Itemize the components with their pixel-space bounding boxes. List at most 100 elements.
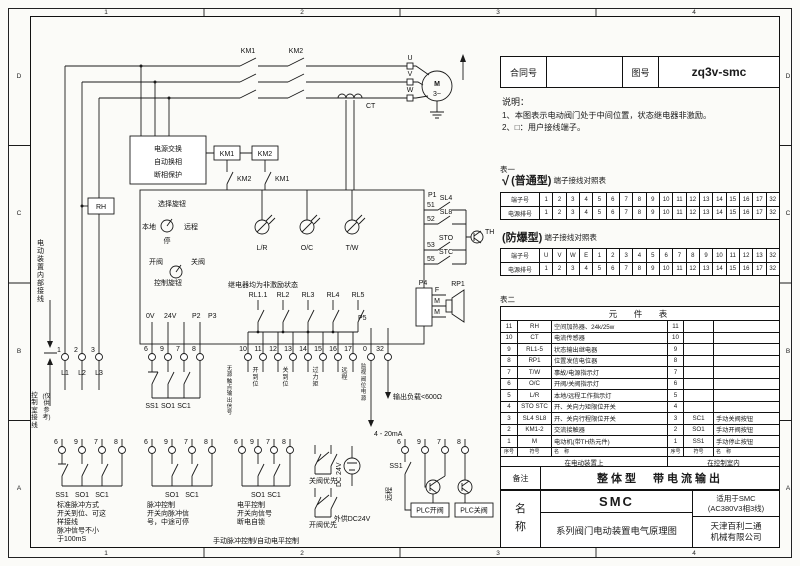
check-icon: √ <box>502 173 510 188</box>
explosion-type-heading: (防爆型) 端子接线对照表 <box>502 232 597 244</box>
inner-border <box>30 16 780 548</box>
remark-text: 整体型 带电流输出 <box>597 473 723 485</box>
component-table-title: 元 件 表 <box>608 308 672 319</box>
terminal-cell: 4 <box>632 249 645 262</box>
component-row: 3 SL4 SL8 开、关向行程限位开关 3 SC1 手动关阀按钮 <box>501 412 779 424</box>
remote-signal-label: 远程 <box>341 368 348 381</box>
component-no: 9 <box>507 345 511 353</box>
rl3-label: RL3 <box>302 292 315 299</box>
component-name: 手动开阀按钮 <box>713 424 779 435</box>
terminal-cell: 32 <box>765 193 779 206</box>
component-no: 9 <box>667 344 683 355</box>
close-valve-label: 关阀 <box>191 257 205 266</box>
terminal-cell: 10 <box>658 193 672 206</box>
component-symbol <box>683 332 713 343</box>
grid-row-label: C <box>785 210 791 217</box>
km1-aux-label: KM1 <box>275 176 290 183</box>
terminal-53: 53 <box>427 242 435 249</box>
power-bar-cell: 1 <box>539 263 552 275</box>
power-bar-cell: 11 <box>672 207 685 219</box>
km2-aux-label: KM2 <box>237 176 252 183</box>
lamp-oc-label: O/C <box>301 245 313 252</box>
component-row: 2 KM1-2 交流接触器 2 SO1 手动开阀按钮 <box>501 423 779 435</box>
stc-label: STC <box>439 249 453 256</box>
terminal-6: 6 <box>397 439 401 446</box>
component-symbol: RH <box>517 321 551 332</box>
grid-col-label: 4 <box>692 550 696 557</box>
control-room-wiring-note: 控制室接线 <box>31 392 38 429</box>
component-row: 1 M 电动机(带TH热元件) 1 SS1 手动停止按钮 <box>501 435 779 447</box>
applicability-line: 适用于SMC <box>716 493 756 503</box>
over-torque-label: 过力矩 <box>312 368 319 388</box>
ordinary-caption: 端子接线对照表 <box>553 176 606 185</box>
note-line: 2、□：用户接线端子。 <box>502 122 586 132</box>
pin-f-label: F <box>435 287 439 294</box>
component-no: 5 <box>507 391 511 399</box>
rl2-label: RL2 <box>277 292 290 299</box>
plc-remote-label: 远程 <box>384 487 393 501</box>
component-header-row: 序号 符号 名 称 序号 符号 名 称 <box>501 446 779 456</box>
terminal-2: 2 <box>74 347 78 354</box>
motor-letter: M <box>434 81 440 88</box>
grid-col-label: 3 <box>496 550 500 557</box>
sl8-label: SL8 <box>440 209 453 216</box>
terminal-55: 55 <box>427 256 435 263</box>
component-name <box>713 355 779 366</box>
component-no: 2 <box>507 426 511 434</box>
component-table: 元 件 表 11 RH 空间加热器、24k/25w 11 10 CT 电流传感器… <box>500 306 780 469</box>
position-transmitter: P4 F M M RP1 <box>415 280 465 327</box>
component-no: 11 <box>505 322 513 330</box>
terminal-17: 17 <box>344 346 352 353</box>
margin-arrows <box>44 300 57 406</box>
sl4-label: SL4 <box>440 195 453 202</box>
caption-line: 断电自锁 <box>237 517 265 526</box>
priority-circuits: 关阀优先 开阀优先 <box>309 445 338 529</box>
note-line: 1、本图表示电动阀门处于中间位置，状态继电器非激励。 <box>502 110 712 120</box>
passive-contact-note: 无源触点输出信号 <box>226 366 233 417</box>
power-bar-cell: 2 <box>552 207 565 219</box>
power-bar-cell: 4 <box>578 263 592 275</box>
notes-title: 说明： <box>502 97 530 107</box>
component-symbol: SS1 <box>683 436 713 447</box>
component-name <box>713 344 779 355</box>
terminal-cell: 11 <box>672 193 685 206</box>
component-no: 1 <box>507 437 511 445</box>
component-symbol: M <box>517 436 551 447</box>
caption-line: 于100mS <box>57 535 87 543</box>
terminal-8: 8 <box>192 346 196 353</box>
terminal-cell: 2 <box>605 249 619 262</box>
component-row: 5 L/R 本地/远程工作指示灯 5 <box>501 389 779 401</box>
power-bar-cell: 9 <box>645 207 659 219</box>
power-bar-cell: 14 <box>712 263 725 275</box>
component-no: 6 <box>507 380 511 388</box>
plc-circuit: 6 9 7 8 SS1 远程 PLC开阀 PLC关阀 <box>384 439 494 518</box>
power-bar-cell: 14 <box>712 207 725 219</box>
external-dc-caption: 外供DC24V <box>334 514 371 523</box>
terminal-0: 0 <box>363 346 367 353</box>
dc24v-label: DC 24V <box>336 462 343 487</box>
lamp-tw-label: T/W <box>346 245 359 252</box>
terminal-8: 8 <box>282 439 286 446</box>
component-no: 4 <box>667 401 683 412</box>
power-bar-cell: 8 <box>632 207 645 219</box>
component-row: 9 RL1-5 状态输出继电器 9 <box>501 343 779 355</box>
power-bar-cell: 6 <box>605 207 619 219</box>
component-no: 5 <box>667 390 683 401</box>
terminal-6: 6 <box>54 439 58 446</box>
auto-phase-label: 自动换相 <box>154 157 182 166</box>
component-name: 开、关向行程限位开关 <box>551 413 667 424</box>
sc1-button-label: SC1 <box>95 492 109 499</box>
terminal-cell: 15 <box>725 193 739 206</box>
p5-label: P5 <box>358 315 367 322</box>
power-bar-cell: 3 <box>565 263 579 275</box>
component-name: 本地/远程工作指示灯 <box>551 390 667 401</box>
p3-label: P3 <box>208 313 217 320</box>
terminal-cell: 9 <box>645 193 659 206</box>
ss1-button-label: SS1 <box>145 403 158 410</box>
terminal-16: 16 <box>329 346 337 353</box>
power-bar-cell: 8 <box>632 263 645 275</box>
component-row: 8 RP1 位置发信电位器 8 <box>501 354 779 366</box>
